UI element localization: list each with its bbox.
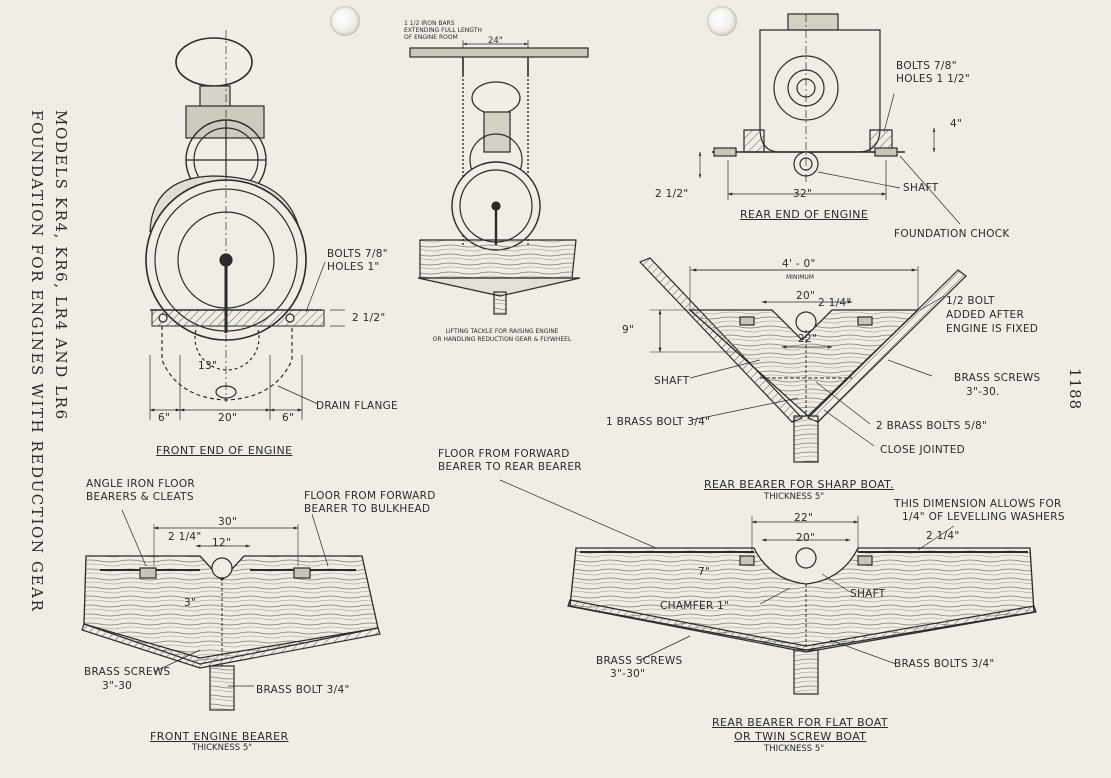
sharp-brass-bolt-label: 1 BRASS BOLT 3/4" — [606, 416, 711, 428]
flat-dim-20: 20" — [796, 532, 816, 544]
lifting-caption-1: LIFTING TACKLE FOR RAISING ENGINE — [445, 328, 559, 335]
flat-boat-thickness: THICKNESS 5" — [764, 744, 825, 754]
rear-end-height-label: 4" — [950, 118, 963, 130]
floor-note-line2: BEARER TO REAR BEARER — [438, 461, 582, 473]
front-end-dim-left: 6" — [158, 412, 171, 424]
flat-dim-2-1-4: 2 1/4" — [926, 530, 960, 542]
front-brass-screws-1: BRASS SCREWS — [84, 666, 171, 678]
front-dim-3: 3" — [184, 597, 197, 609]
side-title: FOUNDATION FOR ENGINES WITH REDUCTION GE… — [28, 110, 80, 650]
sharp-minimum-label: MINIMUM — [786, 274, 814, 281]
sharp-boat-bearer-drawing — [638, 257, 967, 463]
angle-iron-note-1: ANGLE IRON FLOOR — [86, 478, 195, 490]
lifting-tackle-drawing — [409, 40, 589, 315]
sharp-two-bolts-label: 2 BRASS BOLTS 5/8" — [876, 420, 988, 432]
front-brass-bolt-label: BRASS BOLT 3/4" — [256, 684, 350, 696]
front-dim-2-1-4: 2 1/4" — [168, 531, 202, 543]
sharp-boat-title: REAR BEARER FOR SHARP BOAT. — [704, 478, 894, 491]
front-end-title: FRONT END OF ENGINE — [156, 444, 293, 457]
side-title-line1: FOUNDATION FOR ENGINES WITH REDUCTION GE… — [28, 110, 46, 613]
lifting-caption-2: OR HANDLING REDUCTION GEAR & FLYWHEEL — [432, 336, 572, 343]
rear-end-engine-drawing — [698, 13, 961, 225]
flat-brass-screws-2: 3"-30" — [610, 668, 646, 680]
front-end-dim-center: 20" — [218, 412, 238, 424]
front-bearer-title: FRONT ENGINE BEARER — [150, 730, 289, 743]
angle-iron-note-2: BEARERS & CLEATS — [86, 491, 194, 503]
sharp-dim-22: 22" — [798, 333, 818, 345]
binder-hole-right — [707, 6, 737, 36]
front-end-bolts-label: BOLTS 7/8" — [327, 248, 388, 260]
rear-end-title: REAR END OF ENGINE — [740, 208, 869, 221]
flat-brass-screws-1: BRASS SCREWS — [596, 655, 683, 667]
sharp-minimum-width: 4' - 0" — [782, 258, 816, 270]
sharp-shaft-label: SHAFT — [654, 375, 690, 387]
front-brass-screws-2: 3"-30 — [102, 680, 133, 692]
flat-boat-bearer-drawing — [499, 479, 1037, 695]
sharp-brass-screws-2: 3"-30. — [966, 386, 1000, 398]
front-dim-30: 30" — [218, 516, 238, 528]
chamfer-label: CHAMFER 1" — [660, 600, 730, 612]
close-jointed-label: CLOSE JOINTED — [880, 444, 966, 456]
flat-boat-title-1: REAR BEARER FOR FLAT BOAT — [712, 716, 888, 729]
page-number: 1188 — [1066, 368, 1084, 411]
drain-flange-label: DRAIN FLANGE — [316, 400, 398, 412]
front-end-height-label: 2 1/2" — [352, 312, 386, 324]
sharp-dim-9: 9" — [622, 324, 635, 336]
flat-brass-bolts-label: BRASS BOLTS 3/4" — [894, 658, 995, 670]
front-end-holes-label: HOLES 1" — [327, 261, 380, 273]
iron-bars-note-1: 1 1/2 IRON BARS — [404, 20, 455, 27]
dimension-note-2: 1/4" OF LEVELLING WASHERS — [902, 511, 1065, 523]
rear-end-bolts-label: BOLTS 7/8" — [896, 60, 957, 72]
front-floor-note-1: FLOOR FROM FORWARD — [304, 490, 436, 502]
flat-dim-22: 22" — [794, 512, 814, 524]
half-bolt-note-2: ADDED AFTER — [946, 309, 1025, 321]
sharp-boat-thickness: THICKNESS 5" — [764, 492, 825, 502]
front-end-dim-right: 6" — [282, 412, 295, 424]
flat-dim-7: 7" — [698, 566, 711, 578]
rear-end-holes-label: HOLES 1 1/2" — [896, 73, 970, 85]
rear-end-width-label: 32" — [793, 188, 813, 200]
front-floor-note-2: BEARER TO BULKHEAD — [304, 503, 431, 515]
front-bearer-thickness: THICKNESS 5" — [192, 743, 253, 753]
iron-bars-note-2: EXTENDING FULL LENGTH — [404, 27, 482, 34]
front-end-radius-label: 13" — [198, 360, 218, 372]
flat-shaft-label: SHAFT — [850, 588, 886, 600]
side-title-line2: MODELS KR4, KR6, LR4 AND LR6 — [52, 110, 70, 421]
flat-boat-title-2: OR TWIN SCREW BOAT — [734, 730, 867, 743]
rear-end-shaft-label: SHAFT — [903, 182, 939, 194]
sharp-dim-20: 20" — [796, 290, 816, 302]
dimension-note-1: THIS DIMENSION ALLOWS FOR — [894, 498, 1062, 510]
lifting-span-label: 24" — [488, 36, 503, 46]
front-engine-bearer-drawing — [81, 509, 381, 711]
binder-hole-left — [330, 6, 360, 36]
iron-bars-note-3: OF ENGINE ROOM — [404, 34, 458, 41]
foundation-chock-label: FOUNDATION CHOCK — [894, 228, 1010, 240]
half-bolt-note-1: 1/2 BOLT — [946, 295, 995, 307]
half-bolt-note-3: ENGINE IS FIXED — [946, 323, 1039, 335]
floor-note-line1: FLOOR FROM FORWARD — [438, 448, 570, 460]
sharp-dim-2-1-4: 2 1/4" — [818, 297, 852, 309]
sharp-brass-screws-1: BRASS SCREWS — [954, 372, 1041, 384]
rear-end-offset-label: 2 1/2" — [655, 188, 689, 200]
front-dim-12: 12" — [212, 537, 232, 549]
front-end-engine-drawing — [145, 30, 345, 420]
